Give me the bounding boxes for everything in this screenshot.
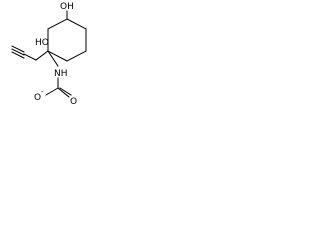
structure-diagram: OH HO NH O - O [11, 2, 87, 107]
anion-oxygen-label: O [34, 93, 41, 103]
ring-oh-label: OH [60, 2, 74, 12]
nh-label: NH [54, 69, 68, 79]
c-n-bond [47, 50, 59, 67]
quat-oh-label: HO [35, 38, 49, 48]
propargyl-chain [11, 45, 49, 61]
negative-charge-label: - [41, 88, 44, 96]
carbamate-group [45, 77, 72, 98]
carbonyl-oxygen-label: O [70, 97, 77, 107]
cyclohexane-ring [47, 18, 87, 62]
molecule-canvas: OH HO NH O - O [0, 0, 97, 116]
